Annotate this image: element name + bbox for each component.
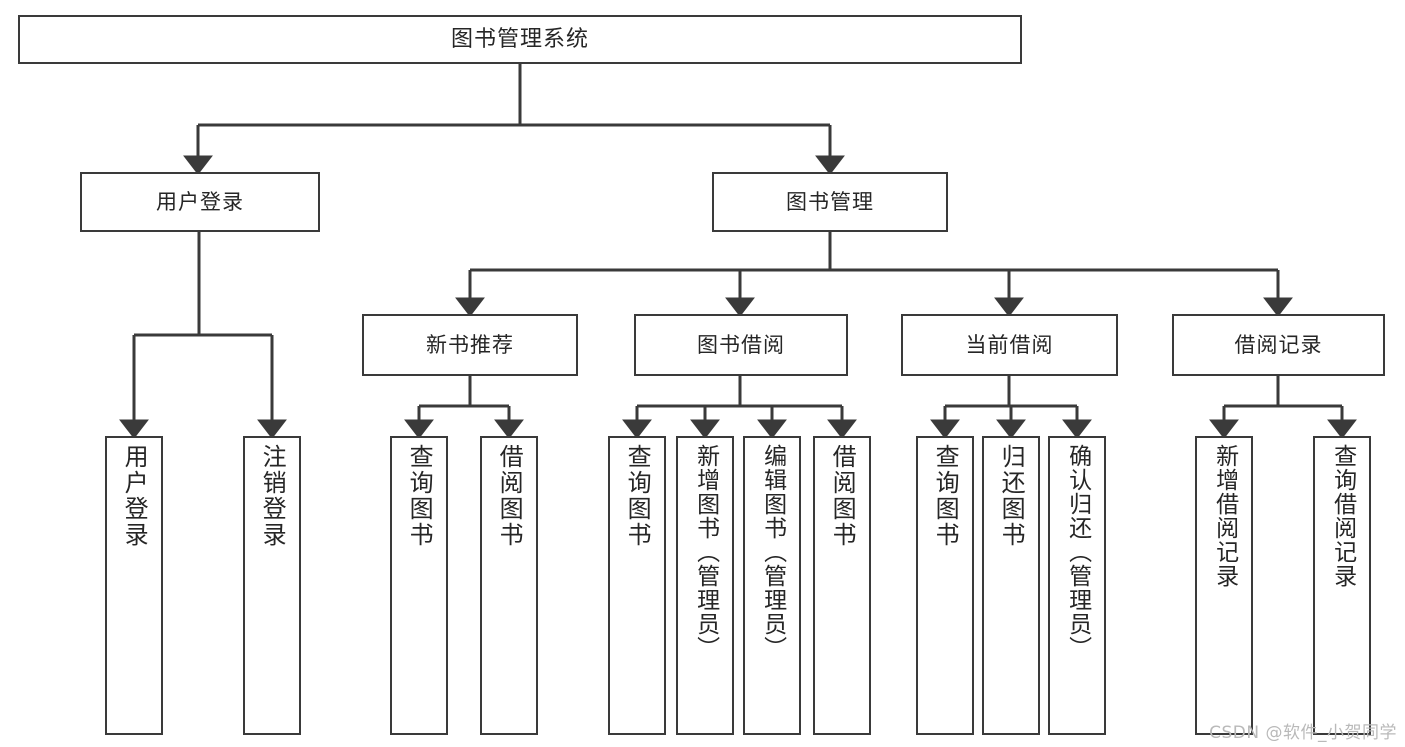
node-label: 归还图书 — [997, 444, 1026, 548]
leaf-borrow-record-add[interactable]: 新增借阅记录 — [1195, 436, 1253, 735]
node-label: 借阅图书 — [495, 444, 524, 548]
node-label: 图书借阅 — [697, 332, 785, 357]
node-label: 用户登录 — [120, 444, 149, 548]
leaf-borrow-record-query[interactable]: 查询借阅记录 — [1313, 436, 1371, 735]
leaf-book-borrow-add[interactable]: 新增图书（管理员） — [676, 436, 734, 735]
node-label: 新增图书（管理员） — [692, 444, 719, 660]
leaf-book-borrow-borrow[interactable]: 借阅图书 — [813, 436, 871, 735]
leaf-current-borrow-return[interactable]: 归还图书 — [982, 436, 1040, 735]
node-label: 注销登录 — [258, 444, 287, 548]
node-label: 编辑图书（管理员） — [759, 444, 786, 660]
node-label: 查询图书 — [931, 444, 960, 548]
node-label: 新增借阅记录 — [1211, 444, 1238, 588]
leaf-current-borrow-query[interactable]: 查询图书 — [916, 436, 974, 735]
node-borrow-record[interactable]: 借阅记录 — [1172, 314, 1385, 376]
leaf-new-book-query[interactable]: 查询图书 — [390, 436, 448, 735]
node-root-system[interactable]: 图书管理系统 — [18, 15, 1022, 64]
node-label: 图书管理系统 — [450, 26, 589, 52]
node-user-login[interactable]: 用户登录 — [80, 172, 320, 232]
node-label: 查询图书 — [623, 444, 652, 548]
node-label: 用户登录 — [156, 189, 244, 214]
node-book-management[interactable]: 图书管理 — [712, 172, 948, 232]
leaf-user-login-login[interactable]: 用户登录 — [105, 436, 163, 735]
node-label: 查询借阅记录 — [1329, 444, 1356, 588]
node-label: 新书推荐 — [426, 332, 514, 357]
node-label: 当前借阅 — [965, 332, 1054, 357]
node-new-book-recommend[interactable]: 新书推荐 — [362, 314, 578, 376]
node-label: 图书管理 — [786, 189, 874, 214]
node-book-borrow[interactable]: 图书借阅 — [634, 314, 848, 376]
node-label: 借阅图书 — [828, 444, 857, 548]
node-label: 确认归还（管理员） — [1064, 444, 1091, 660]
csdn-watermark: CSDN @软件_小贺同学 — [1209, 723, 1397, 743]
leaf-new-book-borrow[interactable]: 借阅图书 — [480, 436, 538, 735]
leaf-book-borrow-edit[interactable]: 编辑图书（管理员） — [743, 436, 801, 735]
node-label: 查询图书 — [405, 444, 434, 548]
leaf-book-borrow-query[interactable]: 查询图书 — [608, 436, 666, 735]
node-current-borrow[interactable]: 当前借阅 — [901, 314, 1118, 376]
leaf-user-login-logout[interactable]: 注销登录 — [243, 436, 301, 735]
node-label: 借阅记录 — [1234, 332, 1323, 357]
leaf-current-borrow-confirm-return[interactable]: 确认归还（管理员） — [1048, 436, 1106, 735]
